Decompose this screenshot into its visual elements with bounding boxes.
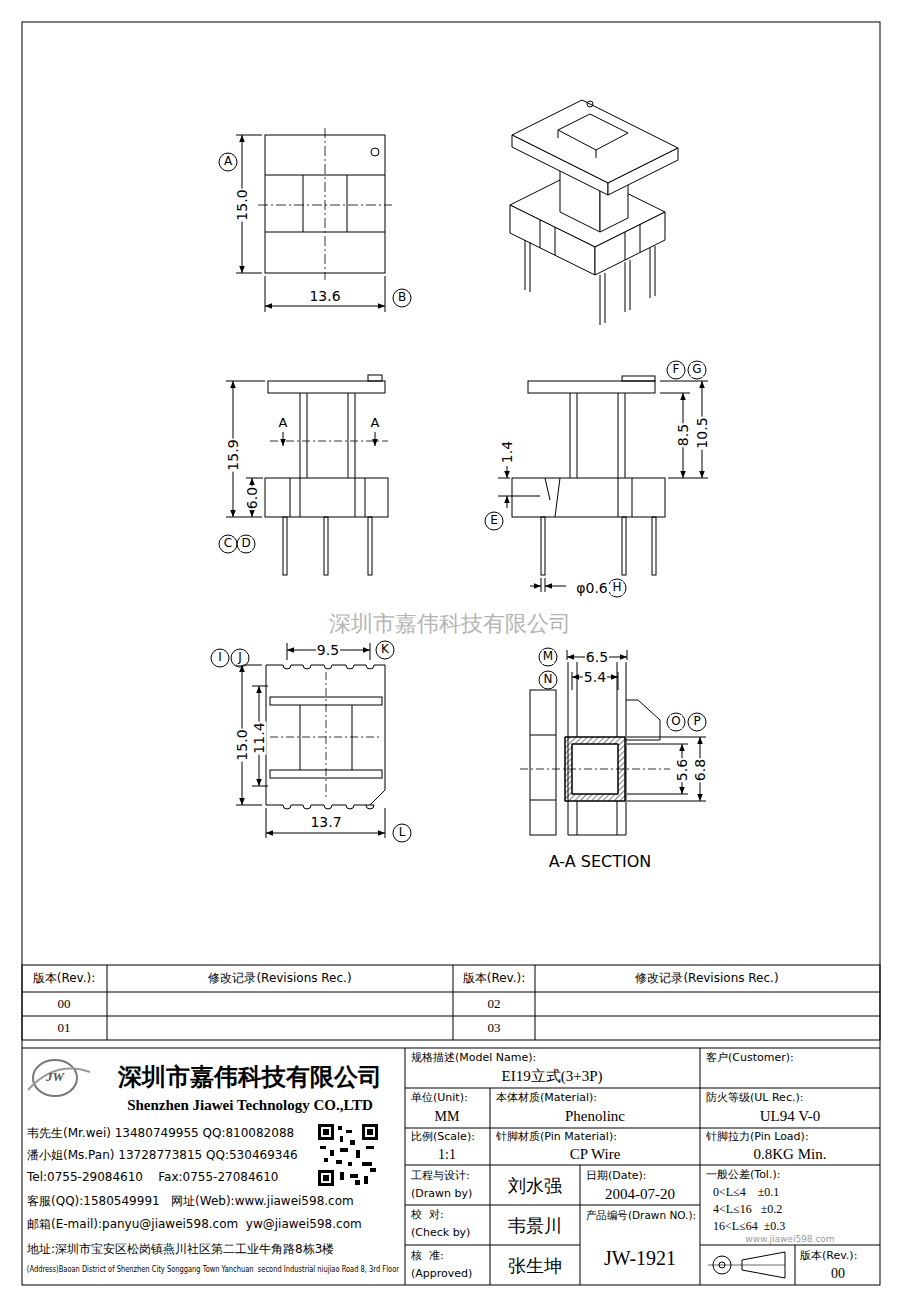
- table-cell: 16<L≤64 ±0.3: [712, 1220, 786, 1234]
- callout-letter: D: [240, 537, 251, 551]
- callout-letter: P: [692, 715, 701, 729]
- table-cell: 03: [487, 1021, 502, 1036]
- dimension-value: 15.0: [234, 188, 250, 221]
- table-cell: CP Wire: [569, 1146, 622, 1163]
- callout-letter: B: [397, 291, 407, 305]
- dimension-value: 13.7: [309, 814, 342, 830]
- table-cell: 4<L≤16 ±0.2: [712, 1203, 783, 1217]
- dimension-value: 5.4: [583, 669, 607, 685]
- table-cell: 1:1: [437, 1147, 457, 1163]
- callout-letter: I: [217, 651, 223, 665]
- company-info: 潘小姐(Ms.Pan) 13728773815 QQ:530469346: [26, 1149, 299, 1163]
- table-cell: 张生坤: [507, 1256, 563, 1277]
- callout-letter: F: [672, 363, 681, 377]
- section-marker: A: [370, 416, 381, 431]
- callout-letter: O: [670, 715, 681, 729]
- table-cell: 刘水强: [507, 1176, 563, 1197]
- callout-letter: H: [611, 581, 622, 595]
- section-marker: A-A SECTION: [548, 853, 653, 871]
- table-header: 修改记录(Revisions Rec.): [207, 972, 352, 986]
- dimension-value: 1.4: [499, 440, 515, 464]
- table-cell: MM: [434, 1109, 461, 1125]
- dimension-value: 9.5: [316, 642, 340, 658]
- dimension-value: 13.6: [308, 288, 341, 304]
- dimension-value: 6.0: [244, 486, 260, 510]
- watermark: 深圳市嘉伟科技有限公司: [328, 611, 572, 636]
- table-cell: 本体材质(Material):: [495, 1092, 598, 1105]
- callout-letter: J: [237, 651, 243, 665]
- table-cell: Phenolinc: [564, 1108, 626, 1125]
- dimension-value: 6.8: [692, 758, 708, 782]
- table-cell: 针脚拉力(Pin Load):: [705, 1131, 810, 1144]
- dimension-value: 5.6: [674, 758, 690, 782]
- dimension-value: 10.5: [694, 416, 710, 449]
- table-cell: 工程与设计:: [410, 1170, 471, 1183]
- company-info: 邮箱(E-mail):panyu@jiawei598.com yw@jiawei…: [26, 1218, 363, 1232]
- table-cell: (Drawn by): [410, 1188, 473, 1201]
- table-cell: 00: [57, 997, 72, 1012]
- table-cell: JW-1921: [603, 1247, 677, 1270]
- company-info: (Address)Baoan District of Shenzhen City…: [26, 1265, 400, 1274]
- callout-letter: K: [380, 643, 390, 657]
- table-cell: (Approved): [410, 1268, 473, 1281]
- table-cell: 一般公差(Tol.):: [705, 1169, 781, 1182]
- table-cell: 客户(Customer):: [705, 1052, 795, 1065]
- dimension-value: 15.0: [234, 728, 250, 761]
- table-cell: 2004-07-20: [604, 1186, 676, 1203]
- dimension-value: 15.9: [225, 438, 241, 471]
- company-info: 地址:深圳市宝安区松岗镇燕川社区第二工业牛角路8栋3楼: [26, 1243, 335, 1257]
- section-marker: A: [278, 416, 289, 431]
- watermark: www.jiawei598.com: [744, 1234, 835, 1244]
- table-cell: 韦景川: [507, 1216, 563, 1237]
- table-cell: 日期(Date):: [585, 1170, 648, 1183]
- company-info: 客服(QQ):1580549991 网址(Web):www.jiawei598.…: [26, 1195, 355, 1209]
- table-cell: 核 准:: [410, 1250, 445, 1263]
- table-cell: 防火等级(UL Rec.):: [705, 1092, 804, 1105]
- callout-letter: A: [223, 155, 233, 169]
- table-cell: 版本(Rev.):: [799, 1250, 858, 1263]
- logo-mark: JW: [45, 1070, 65, 1085]
- table-cell: 规格描述(Model Name):: [410, 1052, 537, 1065]
- table-cell: UL94 V-0: [759, 1108, 821, 1125]
- callout-letter: E: [489, 514, 499, 528]
- callout-letter: G: [691, 363, 702, 377]
- table-cell: 校 对:: [410, 1209, 445, 1222]
- callout-letter: M: [542, 650, 554, 664]
- table-header: 修改记录(Revisions Rec.): [634, 972, 779, 986]
- table-header: 版本(Rev.):: [462, 972, 527, 986]
- callout-letter: N: [543, 673, 554, 687]
- table-cell: 02: [487, 997, 502, 1012]
- dimension-value: 6.5: [585, 649, 609, 665]
- table-cell: 针脚材质(Pin Material):: [495, 1131, 618, 1144]
- company-info: 韦先生(Mr.wei) 13480749955 QQ:810082088: [26, 1127, 295, 1141]
- company-info: Tel:0755-29084610 Fax:0755-27084610: [26, 1171, 280, 1185]
- table-cell: 产品编号(Drawn NO.):: [585, 1210, 697, 1223]
- company-name: Shenzhen Jiawei Technology CO.,LTD: [126, 1097, 374, 1114]
- table-cell: 0.8KG Min.: [753, 1146, 828, 1163]
- company-name: 深圳市嘉伟科技有限公司: [117, 1064, 383, 1092]
- callout-letter: C: [223, 537, 233, 551]
- dimension-value: 11.4: [251, 721, 267, 754]
- table-cell: (Check by): [410, 1227, 471, 1240]
- table-cell: 单位(Unit):: [410, 1092, 469, 1105]
- table-header: 版本(Rev.):: [32, 972, 97, 986]
- table-cell: EI19立式(3+3P): [501, 1068, 604, 1085]
- table-cell: 0<L≤4 ±0.1: [712, 1186, 780, 1200]
- dimension-value: 8.5: [675, 423, 691, 447]
- callout-letter: L: [398, 826, 407, 840]
- table-cell: 01: [57, 1021, 72, 1036]
- dimension-value: φ0.6: [575, 580, 609, 596]
- table-cell: 00: [830, 1266, 846, 1282]
- table-cell: 比例(Scale):: [410, 1131, 476, 1144]
